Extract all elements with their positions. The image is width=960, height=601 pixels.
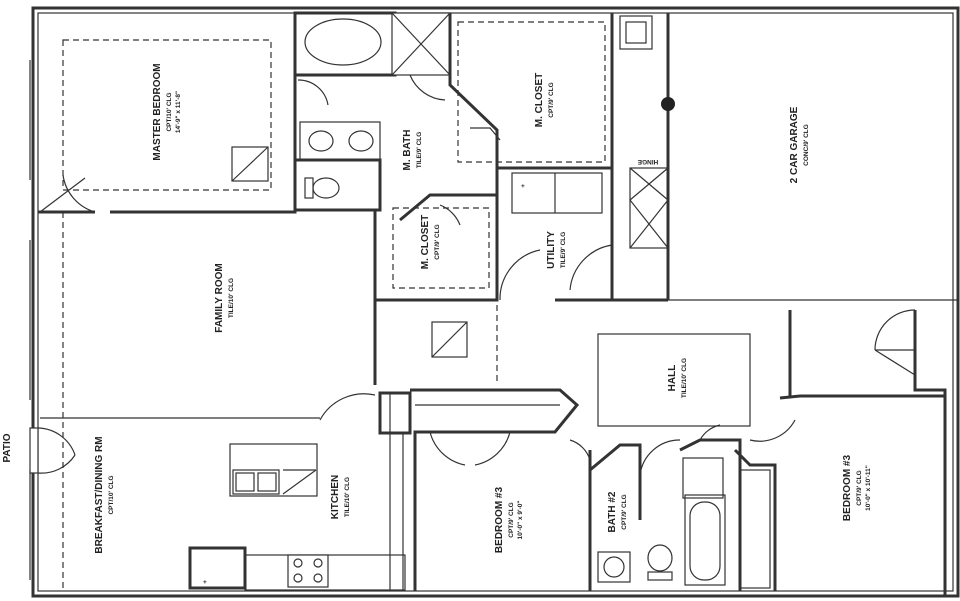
m-closet-top [448,13,614,170]
bedroom-left-finish: CPT/9' CLG [508,502,515,538]
master-bath [293,11,451,212]
svg-text:+: + [203,579,207,586]
utility-name: UTILITY [546,231,557,269]
range [287,554,329,588]
kitchen-finish: TILE/10' CLG [344,477,351,517]
bedroom-left [410,388,592,591]
m-bath-finish: TILE/9' CLG [416,132,423,169]
hinge-label: HINGE [637,158,658,165]
kitchen: + [188,391,412,591]
bedroom-right-size: 10'-0" x 10'-11" [865,465,872,511]
kitchen-name: KITCHEN [330,475,341,519]
breakfast-name: BREAKFAST/DINING RM [94,436,105,553]
bedroom-right-finish: CPT/9' CLG [856,470,863,506]
labels: MASTER BEDROOM CPT/10' CLG 14'-9" x 11'-… [2,63,872,553]
bedroom-left-name: BEDROOM #3 [494,487,505,554]
hall-finish: TILE/10' CLG [681,358,688,398]
patio-name: PATIO [2,433,13,462]
m-closet-mid-name: M. CLOSET [420,215,431,269]
master-bedroom-name: MASTER BEDROOM [152,63,163,160]
bedroom-left-size: 10'-0" x 9'-0" [517,501,524,540]
attic-stair [629,167,669,249]
bedroom-right-name: BEDROOM #3 [842,455,853,522]
master-bedroom-size: 14'-9" x 11'-8" [175,91,182,133]
exterior-walls [29,6,960,598]
toilet [312,177,340,199]
toilet-2 [647,544,673,572]
garage-name: 2 CAR GARAGE [789,106,800,183]
hall-name: HALL [667,365,678,392]
garage [610,7,958,302]
master-bedroom-finish: CPT/10' CLG [166,92,173,131]
svg-text:+: + [521,183,525,190]
door-swing [62,174,96,213]
fridge [188,546,247,590]
bath2-name: BATH #2 [607,491,618,532]
hall [597,309,947,595]
master-bedroom [38,13,297,214]
garage-finish: CONC/9' CLG [803,124,810,166]
bath2-finish: CPT/9' CLG [621,494,628,530]
family-room [40,212,498,590]
utility: + [495,168,613,302]
m-closet-top-finish: CPT/9' CLG [548,82,555,118]
washer-dryer [511,172,603,214]
bath-2 [589,424,742,591]
m-bath-name: M. BATH [402,130,413,171]
breakfast-finish: CPT/10' CLG [108,475,115,514]
tub [304,18,382,66]
patio-door [29,427,76,474]
family-room-finish: TILE/10' CLG [228,278,235,318]
m-closet-top-name: M. CLOSET [534,73,545,127]
bedroom-right [733,394,945,591]
utility-finish: TILE/9' CLG [560,232,567,269]
m-closet-mid-finish: CPT/9' CLG [434,224,441,260]
family-room-name: FAMILY ROOM [214,263,225,332]
